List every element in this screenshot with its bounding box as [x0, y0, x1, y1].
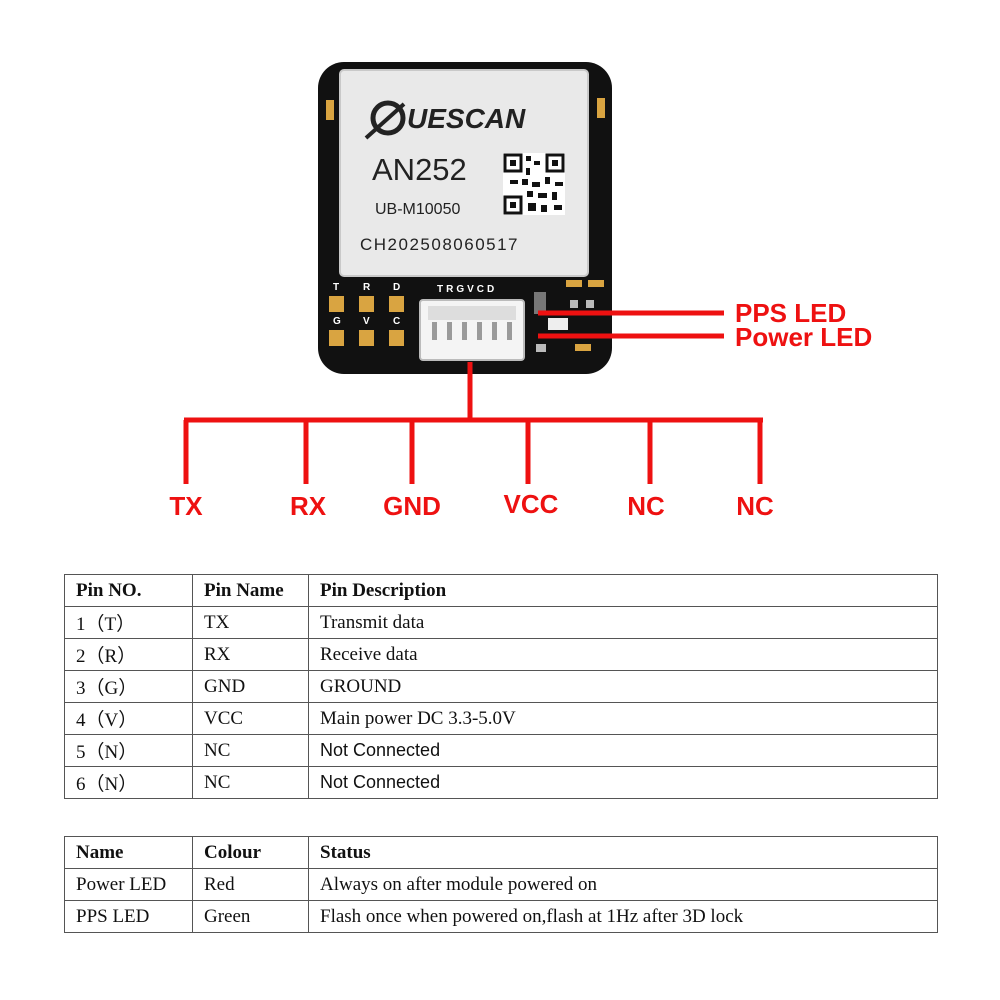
table-row: 1（T） TX Transmit data — [64, 606, 938, 639]
pin-number: 6（N） — [64, 766, 193, 799]
pin-description: Main power DC 3.3-5.0V — [308, 702, 938, 735]
pin-label-vcc: VCC — [504, 489, 559, 519]
pcb-pad — [597, 98, 605, 118]
pin-breakout-lines — [183, 362, 763, 484]
smd-components — [534, 280, 604, 352]
solder-pad — [359, 330, 374, 346]
pin-description: Transmit data — [308, 606, 938, 639]
pin-definition-table: Pin NO. Pin Name Pin Description 1（T） TX… — [64, 574, 938, 799]
table-header-row: Name Colour Status — [64, 836, 938, 869]
pin-description: GROUND — [308, 670, 938, 703]
pin-description: Not Connected — [308, 734, 938, 767]
pin-name: VCC — [192, 702, 309, 735]
silk-label: G — [333, 316, 341, 327]
pin-label-nc-6: NC — [736, 491, 774, 521]
column-header: Status — [308, 836, 938, 869]
pin-number: 5（N） — [64, 734, 193, 767]
solder-pad — [329, 296, 344, 312]
brand-logo: UESCAN — [364, 100, 526, 140]
solder-pad — [359, 296, 374, 312]
chip-text: UB-M10050 — [375, 201, 460, 218]
column-header: Name — [64, 836, 193, 869]
solder-pad — [389, 330, 404, 346]
pin-number: 4（V） — [64, 702, 193, 735]
pin-name: NC — [192, 734, 309, 767]
silk-label: V — [363, 316, 370, 327]
table-row: PPS LED Green Flash once when powered on… — [64, 900, 938, 933]
table-row: 6（N） NC Not Connected — [64, 766, 938, 799]
serial-text: CH202508060517 — [360, 235, 519, 254]
table-row: 2（R） RX Receive data — [64, 638, 938, 671]
qr-code — [503, 153, 565, 215]
brand-name: UESCAN — [407, 103, 526, 134]
gps-module-diagram: UESCAN AN252 UB-M10050 CH202508060517 T … — [169, 62, 872, 521]
led-name: PPS LED — [64, 900, 193, 933]
power-led-callout: Power LED — [538, 322, 872, 352]
silk-label: C — [393, 316, 400, 327]
column-header: Colour — [192, 836, 309, 869]
connector-pins — [432, 322, 512, 340]
led-status: Flash once when powered on,flash at 1Hz … — [308, 900, 938, 933]
pin-name: TX — [192, 606, 309, 639]
pin-name: NC — [192, 766, 309, 799]
led-status: Always on after module powered on — [308, 868, 938, 901]
pin-number: 1（T） — [64, 606, 193, 639]
pin-number: 3（G） — [64, 670, 193, 703]
column-header: Pin Description — [308, 574, 938, 607]
pin-description: Not Connected — [308, 766, 938, 799]
model-text: AN252 — [372, 152, 467, 187]
connector-silk: TRGVCD — [437, 284, 497, 295]
solder-pad — [389, 296, 404, 312]
silk-label: T — [333, 282, 339, 293]
column-header: Pin NO. — [64, 574, 193, 607]
silk-label: D — [393, 282, 400, 293]
pin-label-nc-5: NC — [627, 491, 665, 521]
pps-led-label: PPS LED — [735, 298, 846, 328]
table-row: 3（G） GND GROUND — [64, 670, 938, 703]
led-name: Power LED — [64, 868, 193, 901]
led-colour: Red — [192, 868, 309, 901]
pcb-pad — [326, 100, 334, 120]
power-led-label: Power LED — [735, 322, 872, 352]
table-row: 4（V） VCC Main power DC 3.3-5.0V — [64, 702, 938, 735]
pin-label-gnd: GND — [383, 491, 441, 521]
pin-description: Receive data — [308, 638, 938, 671]
pin-number: 2（R） — [64, 638, 193, 671]
silk-label: R — [363, 282, 371, 293]
table-row: Power LED Red Always on after module pow… — [64, 868, 938, 901]
led-colour: Green — [192, 900, 309, 933]
pin-label-rx: RX — [290, 491, 327, 521]
pin-label-tx: TX — [169, 491, 203, 521]
table-header-row: Pin NO. Pin Name Pin Description — [64, 574, 938, 607]
pps-led-callout: PPS LED — [538, 298, 846, 328]
solder-pad — [329, 330, 344, 346]
column-header: Pin Name — [192, 574, 309, 607]
pin-name: GND — [192, 670, 309, 703]
pin-name: RX — [192, 638, 309, 671]
led-status-table: Name Colour Status Power LED Red Always … — [64, 836, 938, 933]
table-row: 5（N） NC Not Connected — [64, 734, 938, 767]
